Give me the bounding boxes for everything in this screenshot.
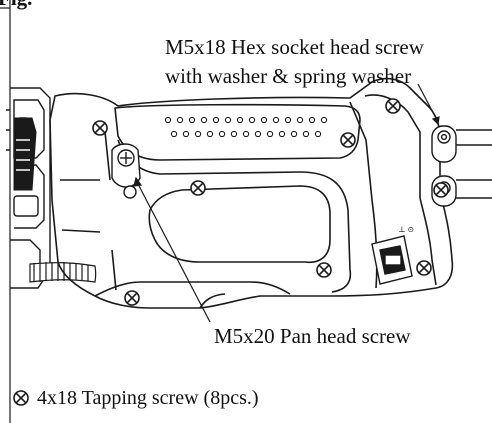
pan-head-screw-label: M5x20 Pan head screw [214, 324, 411, 348]
hex-screw-label-line2: with washer & spring washer [165, 64, 412, 88]
lock-button-block: ⊥ ⊙ [371, 225, 414, 285]
figure-label: Fig. [0, 0, 32, 10]
leader-lines [133, 83, 440, 323]
hex-screw-label: M5x18 Hex socket head screw [165, 35, 424, 59]
housing-outline [49, 77, 454, 309]
svg-text:⊥ ⊙: ⊥ ⊙ [398, 225, 414, 234]
trigger-switch [13, 117, 37, 191]
legend-text: 4x18 Tapping screw (8pcs.) [37, 387, 259, 409]
tapping-screw-icon [13, 390, 29, 406]
grip-texture [164, 116, 328, 138]
legend: 4x18 Tapping screw (8pcs.) [12, 386, 259, 410]
pan-head-screw-boss [111, 143, 141, 199]
